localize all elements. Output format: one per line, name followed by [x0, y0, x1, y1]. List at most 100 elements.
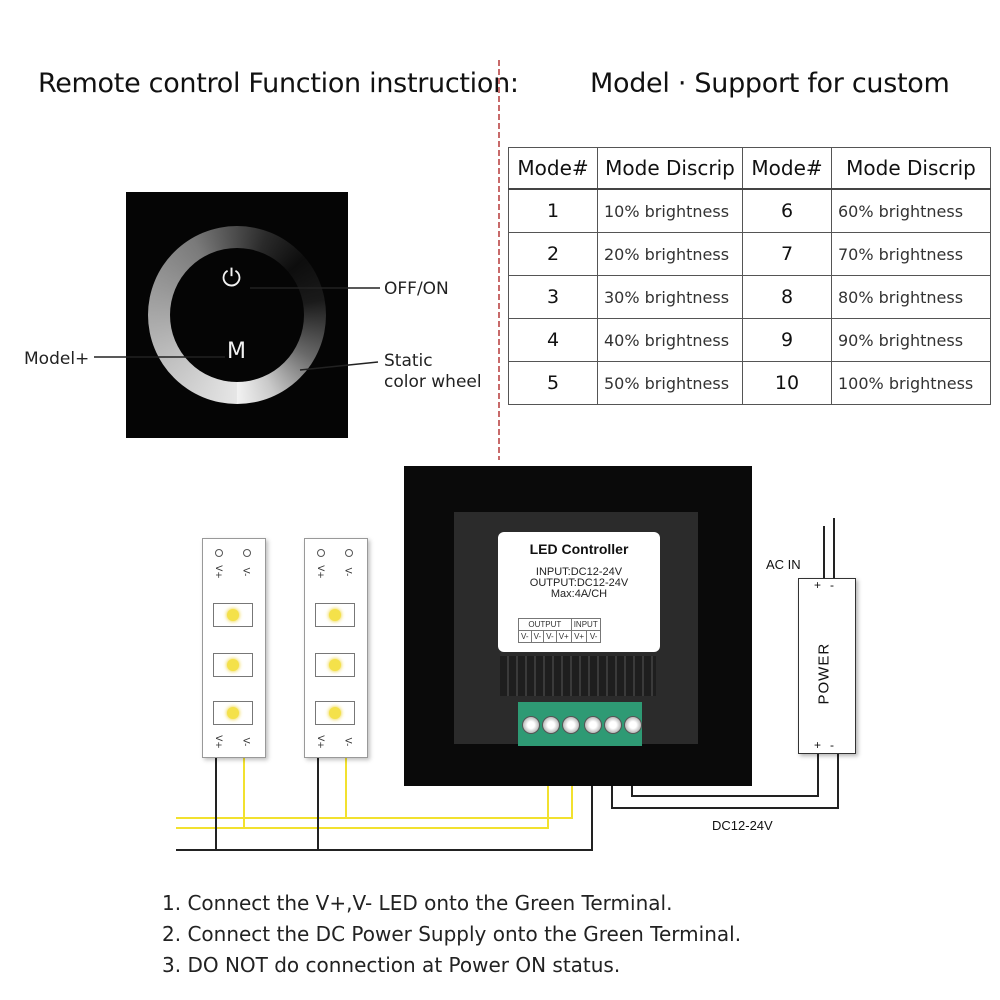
model-plus-callout: Model+ [24, 349, 90, 369]
power-supply [798, 578, 856, 754]
vertical-divider [498, 60, 500, 460]
mode-number: 6 [742, 188, 832, 233]
header-mode-2: Mode# [742, 147, 832, 190]
psu-bottom-plus: + [814, 738, 822, 752]
mode-number: 3 [508, 275, 598, 319]
led-strip-1: V+ V- V+ V- [202, 538, 266, 758]
terminal-screw [604, 716, 622, 734]
strip-pin-plus: V+ [314, 735, 325, 749]
controller-input-spec: INPUT:DC12-24V [535, 566, 623, 578]
left-heading: Remote control Function instruction: [38, 68, 519, 99]
mode-description: 10% brightness [597, 188, 743, 233]
instruction-steps: 1. Connect the V+,V- LED onto the Green … [162, 888, 741, 981]
mode-number: 4 [508, 318, 598, 362]
led-chip [315, 653, 355, 677]
terminal-screw [624, 716, 642, 734]
step-item: 1. Connect the V+,V- LED onto the Green … [162, 891, 673, 915]
table-row: 1 10% brightness 6 60% brightness [508, 188, 991, 233]
strip-pin-plus: V+ [212, 565, 223, 579]
mode-description: 50% brightness [597, 361, 743, 405]
step-item: 3. DO NOT do connection at Power ON stat… [162, 953, 621, 977]
mode-number: 10 [742, 361, 832, 405]
mode-number: 1 [508, 188, 598, 233]
led-chip [315, 603, 355, 627]
controller-title: LED Controller [529, 541, 629, 557]
static-callout-line2: color wheel [384, 372, 482, 392]
mode-description: 100% brightness [831, 361, 991, 405]
callout-lines [94, 287, 380, 371]
table-row: 4 40% brightness 9 90% brightness [508, 318, 991, 362]
mode-number: 7 [742, 232, 832, 276]
terminal-screw [562, 716, 580, 734]
terminal-label: V- [530, 630, 545, 643]
terminal-screw [542, 716, 560, 734]
power-icon: ⏻ [222, 264, 241, 292]
led-chip [315, 701, 355, 725]
static-callout-line1: Static [384, 351, 433, 371]
strip-solder-hole [317, 549, 325, 557]
step-item: 2. Connect the DC Power Supply onto the … [162, 922, 742, 946]
strip-pin-plus: V+ [314, 565, 325, 579]
heat-sink-fins [500, 656, 656, 696]
led-light [227, 707, 239, 719]
header-mode-1: Mode# [508, 147, 598, 190]
table-header-row: Mode# Mode Discrip Mode# Mode Discrip [508, 147, 991, 190]
terminal-screw [584, 716, 602, 734]
mode-description: 90% brightness [831, 318, 991, 362]
psu-top-minus: - [830, 578, 834, 592]
mode-description: 70% brightness [831, 232, 991, 276]
terminal-label: V- [543, 630, 557, 643]
terminal-label: V- [518, 630, 532, 643]
mode-number: 2 [508, 232, 598, 276]
terminal-label: V+ [555, 630, 572, 643]
mode-number: 5 [508, 361, 598, 405]
led-light [227, 659, 239, 671]
right-heading: Model · Support for custom [590, 68, 950, 99]
header-desc-2: Mode Discrip [831, 147, 991, 190]
strip-solder-hole [215, 549, 223, 557]
input-group-label: INPUT [570, 618, 601, 631]
mode-button-label: M [227, 339, 246, 364]
mode-description: 30% brightness [597, 275, 743, 319]
table-row: 5 50% brightness 10 100% brightness [508, 361, 991, 405]
mode-number: 9 [742, 318, 832, 362]
mode-description: 80% brightness [831, 275, 991, 319]
dc-voltage-label: DC12-24V [712, 818, 773, 833]
led-light [329, 659, 341, 671]
mode-description: 40% brightness [597, 318, 743, 362]
mode-description: 60% brightness [831, 188, 991, 233]
led-light [329, 707, 341, 719]
table-row: 3 30% brightness 8 80% brightness [508, 275, 991, 319]
strip-solder-hole [243, 549, 251, 557]
controller-max-spec: Max:4A/CH [550, 588, 608, 600]
terminal-label: V+ [570, 630, 588, 643]
color-wheel-center [170, 248, 304, 382]
mode-table: Mode# Mode Discrip Mode# Mode Discrip 1 … [508, 147, 991, 405]
strip-pin-minus: V- [342, 737, 353, 747]
led-light [227, 609, 239, 621]
ac-in-label: AC IN [766, 557, 801, 572]
strip-pin-plus: V+ [212, 735, 223, 749]
strip-pin-minus: V- [240, 567, 251, 577]
mode-number: 8 [742, 275, 832, 319]
controller-output-spec: OUTPUT:DC12-24V [529, 577, 629, 589]
output-group-label: OUTPUT [518, 618, 572, 631]
strip-pin-minus: V- [342, 567, 353, 577]
psu-bottom-minus: - [830, 738, 834, 752]
header-desc-1: Mode Discrip [597, 147, 743, 190]
psu-top-plus: + [814, 578, 822, 592]
terminal-label-table: OUTPUT INPUT V- V- V- V+ V+ V- [518, 618, 601, 643]
led-chip [213, 653, 253, 677]
terminal-label: V- [586, 630, 601, 643]
led-chip [213, 603, 253, 627]
terminal-screw [522, 716, 540, 734]
strip-solder-hole [345, 549, 353, 557]
mode-description: 20% brightness [597, 232, 743, 276]
table-row: 2 20% brightness 7 70% brightness [508, 232, 991, 276]
led-strip-2: V+ V- V+ V- [304, 538, 368, 758]
led-chip [213, 701, 253, 725]
led-light [329, 609, 341, 621]
strip-pin-minus: V- [240, 737, 251, 747]
off-on-callout: OFF/ON [384, 279, 449, 299]
power-supply-label: POWER [815, 642, 833, 705]
